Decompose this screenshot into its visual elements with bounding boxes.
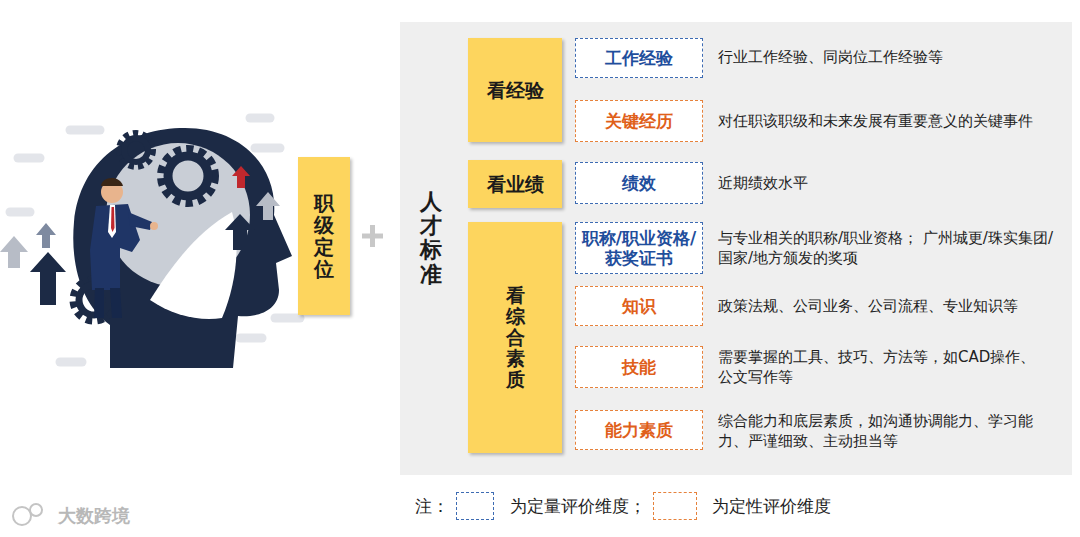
description: 近期绩效水平 [718,173,808,193]
node-text: 看业绩 [487,173,544,196]
node-text: 关键经历 [605,111,673,131]
description: 对任职该职级和未来发展有重要意义的关键事件 [718,111,1033,131]
legend-swatch [456,492,494,520]
description: 与专业相关的职称/职业资格； 广州城更/珠实集团/国家/地方颁发的奖项 [718,228,1063,269]
category-box: 看经验 [468,38,562,142]
quantitative-box: 职称/职业资格/获奖证书 [575,222,703,274]
quantitative-box: 绩效 [575,162,703,204]
description: 综合能力和底层素质，如沟通协调能力、学习能力、严谨细致、主动担当等 [718,411,1058,452]
watermark-logo [13,504,42,525]
panel-heading: 人才标准 [420,190,442,287]
node-text: 工作经验 [605,48,673,68]
legend-text: 为定性评价维度 [712,495,831,518]
description: 需要掌握的工具、技巧、方法等，如CAD操作、公文写作等 [718,347,1040,388]
gears [74,134,214,320]
node-text: 看经验 [487,79,544,102]
description: 政策法规、公司业务、公司流程、专业知识等 [718,296,1018,316]
node-text: 能力素质 [605,420,673,440]
category-box: 看综合素质 [468,222,562,453]
node-text: 职级定位 [314,192,334,280]
arrows [0,166,280,305]
legend-swatch [653,492,697,520]
plus-sign [362,225,383,247]
page-peel [150,212,237,319]
standard-panel: 人才标准 看经验 工作经验关键经历看业绩 绩效看综合素质 职称/职业资格/获奖证书知识技… [400,22,1072,475]
description: 行业工作经验、同岗位工作经验等 [718,47,943,67]
qualitative-box: 关键经历 [575,100,703,142]
node-text: 看综合素质 [506,285,525,389]
legend-text: 为定量评价维度； [510,495,646,518]
category-box: 看业绩 [468,160,562,208]
node-text: 绩效 [622,173,656,193]
qualitative-box: 技能 [575,346,703,388]
man-figure [90,178,158,318]
node-text: 职称/职业资格/获奖证书 [580,228,698,269]
watermark: 大数跨境 [58,504,130,528]
node-text: 知识 [622,296,656,316]
qualitative-box: 知识 [575,286,703,326]
quantitative-box: 工作经验 [575,38,703,78]
head-silhouette [73,128,292,368]
node-text: 技能 [622,357,656,377]
qualitative-box: 能力素质 [575,410,703,450]
position-box: 职级定位 [298,157,350,315]
note-label: 注： [415,495,449,518]
